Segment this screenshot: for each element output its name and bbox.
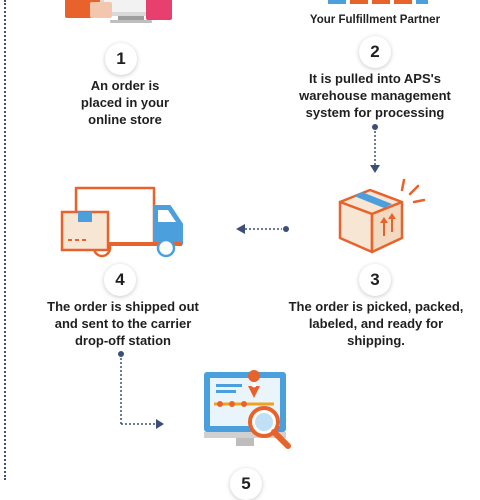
package-box-icon: [338, 178, 426, 254]
delivery-truck-icon: [60, 186, 183, 258]
connector-4-to-5: [118, 351, 164, 429]
step-1-text: An order is placed in your online store: [80, 78, 170, 127]
step-5-badge: 5: [230, 468, 262, 500]
step-2-text: It is pulled into APS's warehouse manage…: [299, 71, 451, 120]
partner-label: Your Fulfillment Partner: [309, 14, 441, 26]
connector-3-to-4: [236, 224, 289, 234]
step-2-badge: 2: [359, 36, 391, 68]
step-1-badge: 1: [105, 43, 137, 75]
aps-logo-icon: [328, 0, 428, 4]
step-3-badge: 3: [359, 264, 391, 296]
step-3-text: The order is picked, packed, labeled, an…: [288, 299, 464, 348]
step-4-text: The order is shipped out and sent to the…: [47, 299, 199, 348]
order-tracking-monitor-icon: [204, 370, 291, 449]
connector-2-to-3: [370, 124, 380, 173]
left-dotted-border: [4, 0, 6, 480]
online-store-icon: [65, 0, 172, 23]
step-4-badge: 4: [104, 264, 136, 296]
